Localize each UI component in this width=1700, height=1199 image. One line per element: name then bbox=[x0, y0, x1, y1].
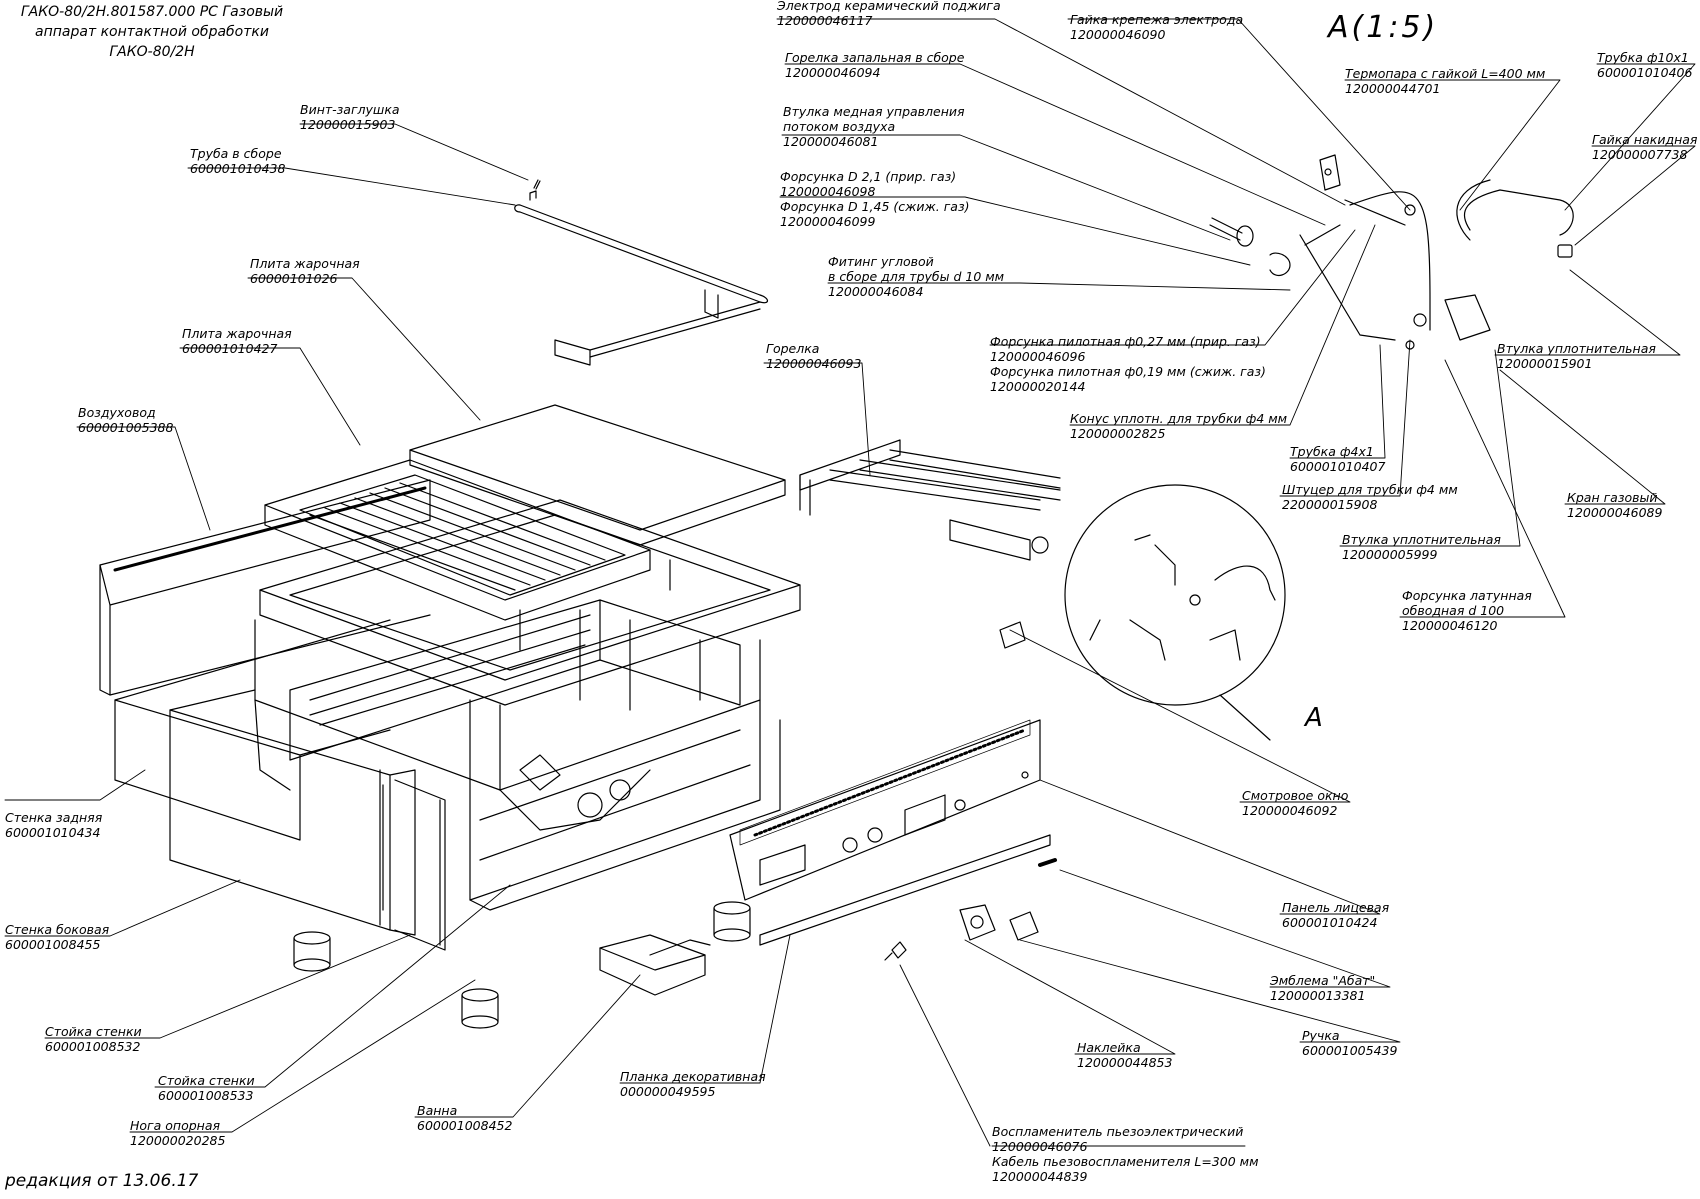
support-feet bbox=[293, 901, 751, 1029]
detail-marker: А bbox=[1305, 703, 1323, 733]
title-line-2: аппарат контактной обработки bbox=[35, 24, 269, 40]
revision-date: редакция от 13.06.17 bbox=[5, 1171, 199, 1191]
callout-emblem: Эмблема "Абат"120000013381 bbox=[1270, 973, 1376, 1003]
tube-assembly bbox=[514, 179, 769, 366]
front-panel bbox=[729, 719, 1057, 946]
title-line-1: ГАКО-80/2Н.801587.000 РС Газовый bbox=[20, 4, 284, 20]
small-parts bbox=[884, 621, 1039, 961]
title-block: ГАКО-80/2Н.801587.000 РС Газовый аппарат… bbox=[2, 2, 302, 62]
detail-a-callout bbox=[1064, 484, 1286, 741]
tray bbox=[599, 934, 711, 996]
walls bbox=[114, 619, 446, 951]
detail-a-parts bbox=[1209, 154, 1574, 350]
burner bbox=[799, 439, 1061, 561]
callout-pilot-nozzle: Форсунка пилотная ф0,27 мм (прир. газ)12… bbox=[990, 334, 1266, 394]
detail-title: А(1:5) bbox=[1328, 10, 1439, 45]
appliance-body bbox=[254, 499, 801, 911]
title-line-3: ГАКО-80/2Н bbox=[109, 44, 195, 60]
leader-lines bbox=[4, 18, 1696, 1147]
